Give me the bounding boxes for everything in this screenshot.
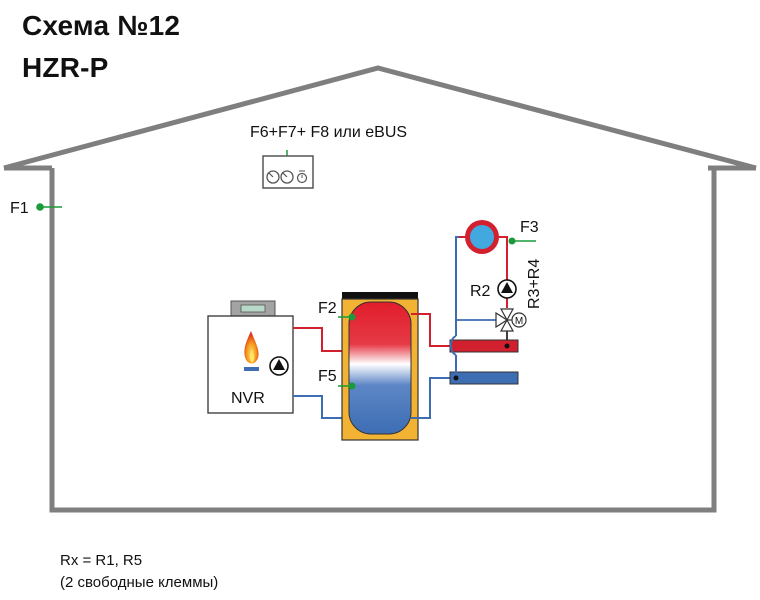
mixer-outputs-label: R3+R4 <box>526 259 543 309</box>
pipe-crossover <box>449 335 457 356</box>
pump-icon <box>497 279 517 299</box>
boiler-pump-icon <box>269 356 289 376</box>
boiler-return-pipe <box>293 395 351 419</box>
mixer-motor-label: M <box>515 316 523 327</box>
tank-supply-pipe <box>411 313 452 347</box>
tank-cap <box>342 292 418 300</box>
tank-vessel <box>348 301 412 435</box>
storage-tank <box>341 292 419 441</box>
relay-note: Rx = R1, R5 <box>60 552 143 569</box>
room-sensor <box>508 237 536 245</box>
free-terminals-note: (2 свободные клеммы) <box>60 574 219 591</box>
tank-bottom-sensor <box>338 382 356 390</box>
scheme-subtitle: HZR-P <box>22 52 109 83</box>
boiler-label: NVR <box>231 390 265 407</box>
tank-return-pipe <box>411 377 452 419</box>
heating-pump-label: R2 <box>470 283 491 300</box>
mixer-motor-icon: M <box>495 308 527 332</box>
outdoor-sensor-label: F1 <box>10 200 29 217</box>
room-sensor-label: F3 <box>520 219 539 236</box>
house-outline <box>3 65 757 513</box>
controller-unit <box>262 150 314 189</box>
boiler <box>207 300 294 414</box>
radiator-return-pipe-top <box>455 236 459 336</box>
return-manifold <box>449 371 519 385</box>
tank-top-sensor-label: F2 <box>318 300 337 317</box>
tank-top-sensor <box>338 313 356 321</box>
boiler-display-screen <box>240 304 266 313</box>
controller-label: F6+F7+ F8 или eBUS <box>250 124 407 141</box>
radiator-icon <box>465 220 499 254</box>
boiler-supply-pipe <box>293 327 351 352</box>
tank-bottom-sensor-label: F5 <box>318 368 337 385</box>
scheme-title: Схема №12 <box>22 10 181 41</box>
outdoor-sensor <box>36 203 62 211</box>
flame-icon <box>244 331 259 371</box>
